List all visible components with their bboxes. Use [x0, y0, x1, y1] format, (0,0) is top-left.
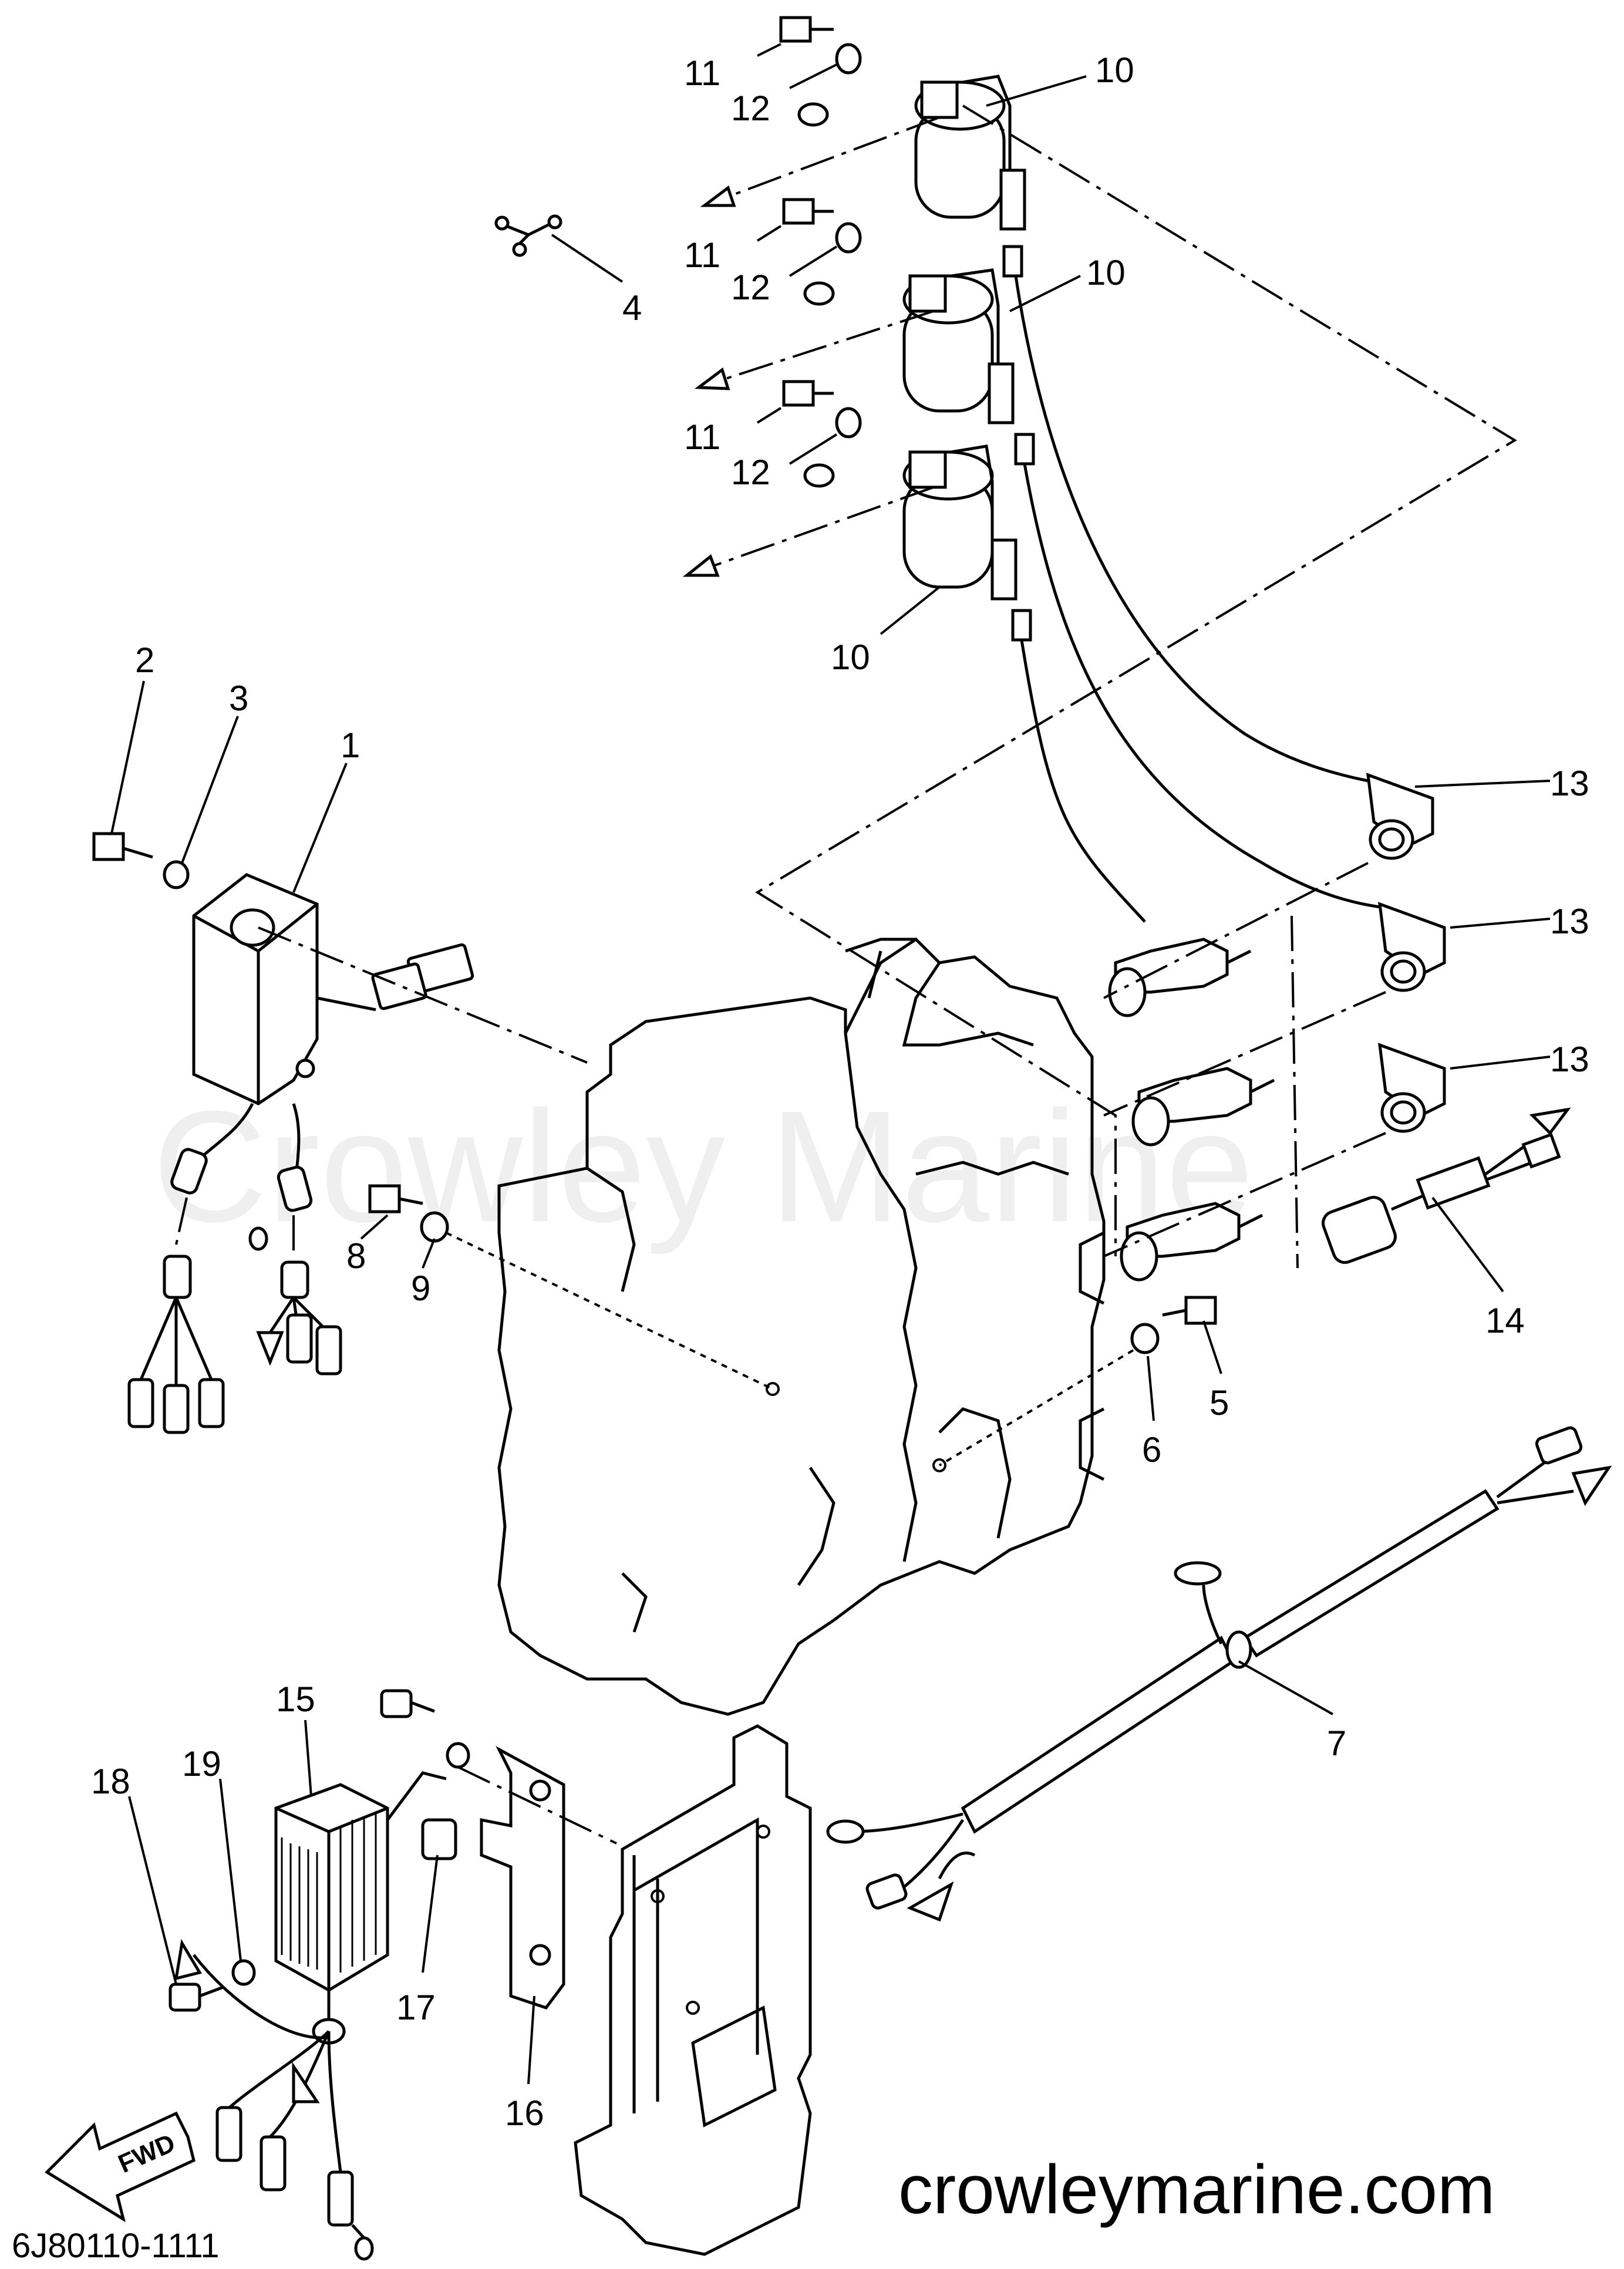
clip — [494, 214, 562, 257]
spark-plug — [1131, 1067, 1275, 1147]
callout-19: 19 — [182, 1744, 221, 1783]
callout-leaders — [110, 43, 1551, 2085]
callout-6: 6 — [1142, 1430, 1161, 1469]
washer — [1130, 1323, 1160, 1354]
rectifier-regulator — [274, 1771, 447, 2045]
website-text: crowleymarine.com — [898, 2151, 1495, 2228]
engine-block — [497, 937, 1106, 1716]
callout-13: 13 — [1550, 902, 1589, 941]
callout-14: 14 — [1485, 1301, 1525, 1340]
bracket-bolt — [380, 1689, 435, 1718]
callout-2: 2 — [135, 640, 154, 680]
ignition-coil — [902, 444, 1032, 642]
callout-12: 12 — [731, 89, 770, 128]
thermo-sensor — [1322, 1107, 1571, 1264]
callout-1: 1 — [341, 726, 360, 765]
bolt — [1162, 1296, 1217, 1325]
bolt — [368, 1184, 423, 1213]
ignition-coil — [914, 75, 1026, 278]
callout-16: 16 — [505, 2093, 544, 2133]
diagram-code: 6J80110-1111 — [12, 2227, 220, 2265]
spark-plug — [1108, 938, 1252, 1017]
coil-washer — [797, 43, 862, 488]
callout-18: 18 — [91, 1762, 130, 1801]
fwd-arrow-icon: FWD — [44, 2111, 196, 2223]
callout-12: 12 — [731, 453, 770, 492]
coil-bolt — [779, 16, 834, 407]
spark-plug-cap — [1378, 902, 1446, 992]
callout-15: 15 — [276, 1680, 315, 1719]
callout-11: 11 — [684, 235, 720, 275]
rectifier-bolt — [169, 1983, 224, 2012]
callout-12: 12 — [731, 268, 770, 307]
callout-17: 17 — [396, 1988, 436, 2027]
callout-13: 13 — [1550, 1040, 1589, 1079]
spark-plug-cap — [1366, 773, 1434, 860]
cdi-unit — [192, 873, 474, 1105]
callout-10: 10 — [1095, 50, 1134, 90]
watermark-text: Crowley Marine — [153, 1078, 1254, 1256]
callout-labels: 11 12 10 11 12 10 11 12 10 4 2 3 1 13 13… — [91, 50, 1589, 2133]
rectifier-washer — [231, 1959, 256, 1986]
cdi-bolt — [92, 832, 153, 861]
callout-13: 13 — [1550, 764, 1589, 803]
spark-plug — [1120, 1202, 1264, 1282]
callout-3: 3 — [229, 679, 248, 718]
washer — [420, 1211, 449, 1243]
callout-5: 5 — [1209, 1383, 1229, 1422]
ignition-coil — [902, 268, 1035, 466]
bracket-washer — [446, 1742, 470, 1769]
callout-10: 10 — [831, 638, 870, 677]
callout-9: 9 — [411, 1269, 430, 1308]
callout-7: 7 — [1327, 1724, 1346, 1763]
grommet — [421, 1818, 457, 1860]
wire-harness — [826, 1426, 1612, 1922]
callout-4: 4 — [622, 288, 642, 328]
callout-11: 11 — [684, 53, 720, 93]
callout-10: 10 — [1086, 253, 1126, 292]
electrical-bracket — [574, 1724, 812, 2256]
callout-11: 11 — [684, 417, 720, 457]
rectifier-bracket — [480, 1745, 565, 2010]
callout-8: 8 — [346, 1236, 366, 1276]
spark-plug-cap — [1378, 1043, 1446, 1133]
cdi-washer — [163, 860, 190, 889]
